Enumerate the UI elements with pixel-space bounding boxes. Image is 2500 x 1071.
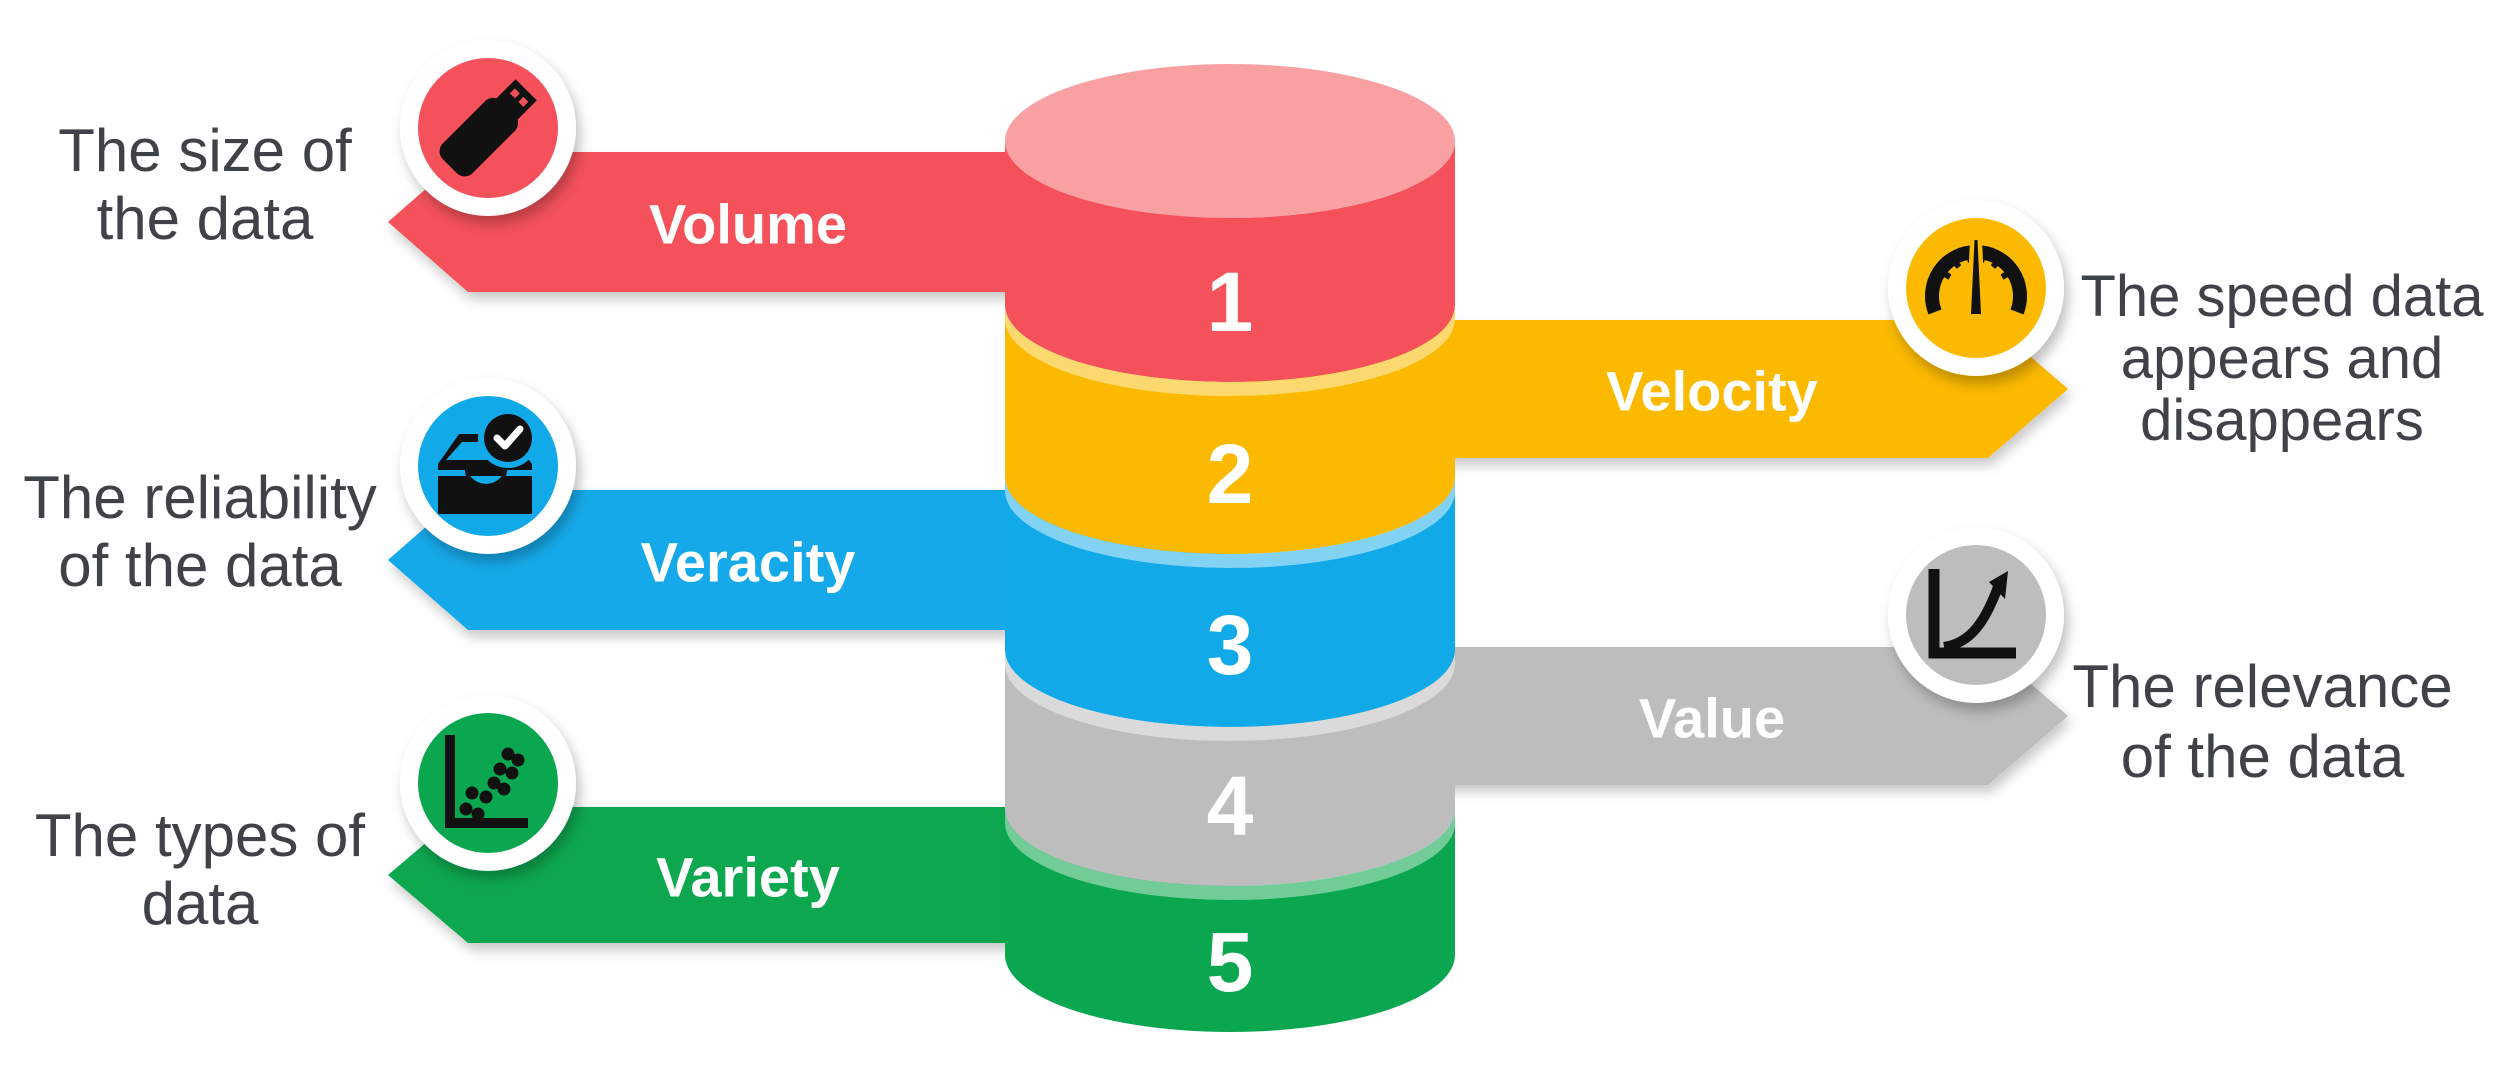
description-line: of the data [58, 532, 342, 599]
value-description: The relevance of the data [2040, 652, 2485, 792]
variety-label: Variety [656, 846, 840, 909]
velocity-badge [1888, 200, 2064, 376]
veracity-label: Veracity [641, 531, 856, 594]
cylinder-segment-3-rim [1005, 477, 1455, 568]
segment-number-2: 2 [1207, 427, 1254, 521]
variety-description: The types of data [0, 802, 400, 938]
cylinder-segment-3 [1005, 491, 1455, 727]
segment-number-5: 5 [1207, 915, 1254, 1009]
description-line: The speed data [2080, 264, 2484, 329]
description-line: the data [96, 185, 314, 252]
cylinder-segment-1 [1005, 141, 1455, 382]
description-line: The types of [34, 802, 366, 869]
speedometer-icon [1925, 235, 2027, 319]
badge-circle [1906, 545, 2046, 685]
volume-badge [400, 40, 576, 216]
description-line: The reliability [23, 464, 377, 531]
volume-label: Volume [649, 193, 847, 256]
segment-number-1: 1 [1207, 255, 1254, 349]
velocity-label: Velocity [1606, 360, 1818, 423]
cylinder-top [1005, 64, 1455, 218]
growth-chart-icon [1928, 569, 2016, 659]
inbox-check-icon [438, 408, 538, 514]
description-line: disappears [2140, 388, 2424, 453]
value-label: Value [1639, 687, 1785, 750]
segment-number-4: 4 [1207, 759, 1254, 853]
data-cylinder: 1 2 3 4 5 [1005, 64, 1455, 1032]
velocity-description: The speed data appears and disappears [2062, 266, 2500, 452]
volume-description: The size of the data [0, 117, 410, 253]
veracity-badge [400, 378, 576, 554]
variety-badge [400, 695, 576, 871]
veracity-description: The reliability of the data [0, 464, 400, 600]
usb-drive-icon [439, 79, 537, 177]
cylinder-segment-5 [1005, 823, 1455, 1032]
segment-number-3: 3 [1207, 598, 1254, 692]
cylinder-segment-5-rim [1005, 809, 1455, 900]
description-line: data [141, 870, 259, 937]
scatter-plot-icon [445, 735, 528, 828]
description-line: The relevance [2072, 653, 2453, 720]
value-badge [1888, 527, 2064, 703]
cylinder-segment-2 [1005, 319, 1455, 554]
description-line: appears and [2120, 326, 2444, 391]
cylinder-segment-4-rim [1005, 650, 1455, 741]
cylinder-segment-4 [1005, 664, 1455, 886]
description-line: of the data [2120, 723, 2405, 790]
cylinder-segment-2-rim [1005, 305, 1455, 396]
description-line: The size of [58, 117, 352, 184]
